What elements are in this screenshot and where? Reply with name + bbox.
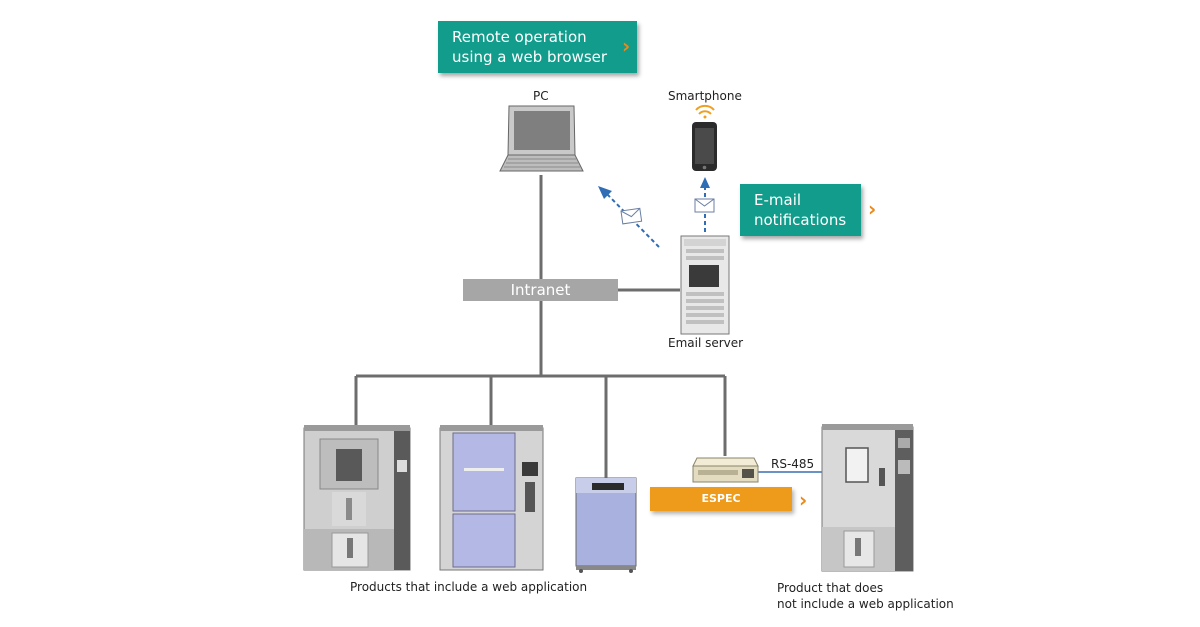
intranet-bar: Intranet <box>463 279 618 301</box>
remote-operation-line1: Remote operation <box>452 28 587 46</box>
chamber-icon <box>821 424 914 572</box>
smartphone-icon <box>692 122 717 171</box>
rs485-label: RS-485 <box>771 457 815 471</box>
arrowhead-to-phone <box>700 177 710 188</box>
envelope-icon <box>620 207 643 225</box>
remote-operation-callout[interactable]: Remote operation using a web browser <box>438 21 637 73</box>
email-server-label: Email server <box>668 336 744 350</box>
chevron-right-icon[interactable]: › <box>799 488 808 512</box>
arrowhead-to-pc <box>598 186 612 199</box>
chamber-icon <box>303 425 411 571</box>
wifi-icon <box>695 104 715 119</box>
converter-icon <box>692 457 759 483</box>
server-icon <box>680 235 730 335</box>
remote-operation-line2: using a web browser <box>452 48 608 66</box>
pc-label: PC <box>533 89 549 103</box>
laptop-icon <box>499 105 584 172</box>
connection-lines <box>354 175 727 478</box>
email-notifications-line2: notifications <box>754 211 847 229</box>
no-web-product-line2: not include a web application <box>777 597 954 611</box>
chevron-right-icon[interactable]: › <box>622 34 631 58</box>
envelope-icon <box>694 198 715 213</box>
espec-online-converter-button[interactable]: ESPEC OnlineConverter <box>650 487 792 529</box>
email-notifications-callout[interactable]: E-mail notifications <box>740 184 861 236</box>
chamber-icon <box>575 477 637 573</box>
email-notifications-line1: E-mail <box>754 191 802 209</box>
no-web-product-line1: Product that does <box>777 581 884 595</box>
no-web-product-caption: Product that does not include a web appl… <box>777 580 954 612</box>
smartphone-label: Smartphone <box>668 89 742 103</box>
chamber-icon <box>439 425 544 571</box>
web-products-caption: Products that include a web application <box>350 580 588 594</box>
chevron-right-icon[interactable]: › <box>868 197 877 221</box>
